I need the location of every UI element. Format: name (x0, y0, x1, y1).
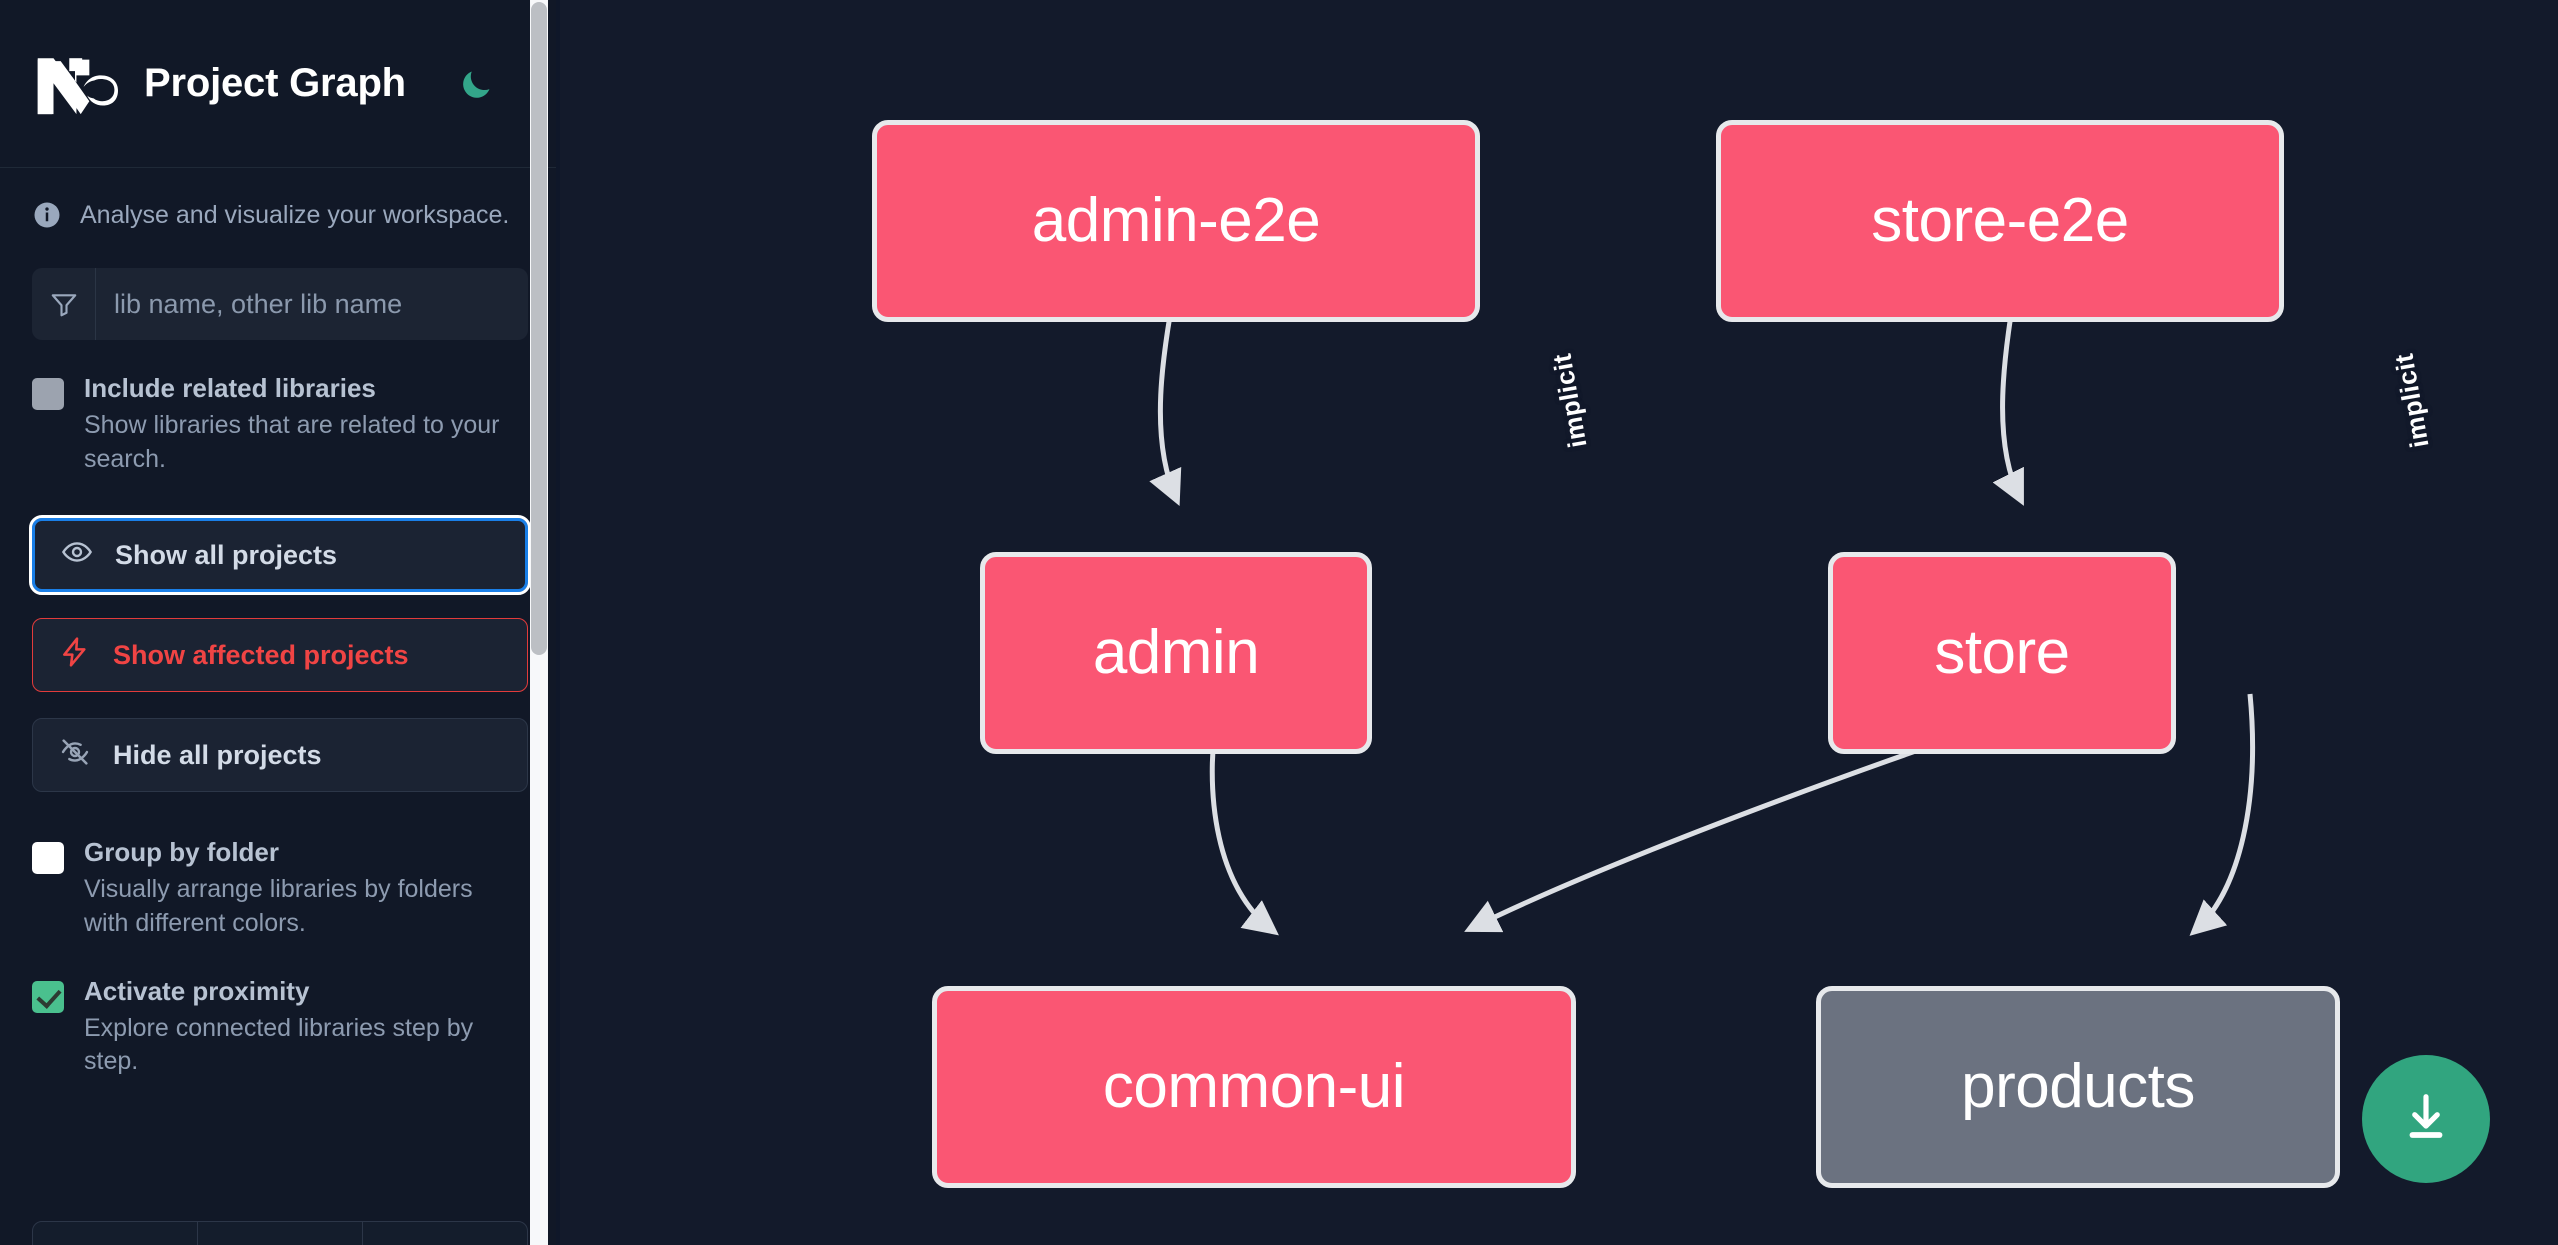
activate-proximity-checkbox[interactable] (32, 980, 64, 1013)
workspace-info: Analyse and visualize your workspace. (0, 168, 560, 258)
include-related-libraries-label: Include related libraries (84, 373, 376, 403)
graph-node-label: store-e2e (1871, 186, 2129, 255)
graph-node-admin[interactable]: admin (980, 552, 1372, 754)
segment-2[interactable] (198, 1222, 363, 1245)
graph-node-store-e2e[interactable]: store-e2e (1716, 120, 2284, 322)
graph-node-label: common-ui (1102, 1052, 1406, 1121)
graph-node-store[interactable]: store (1828, 552, 2176, 754)
graph-node-label: products (1961, 1052, 2195, 1121)
include-related-libraries-checkbox[interactable] (32, 378, 64, 410)
eye-icon (61, 536, 93, 575)
group-by-folder-description: Visually arrange libraries by folders wi… (84, 875, 473, 938)
eye-off-icon (59, 736, 91, 775)
graph-node-admin-e2e[interactable]: admin-e2e (872, 120, 1480, 322)
hide-all-projects-label: Hide all projects (113, 739, 322, 770)
activate-proximity-description: Explore connected libraries step by step… (84, 1013, 474, 1076)
checkbox-group-by-folder[interactable]: Group by folder Visually arrange librari… (32, 837, 528, 940)
nx-logo-icon (32, 51, 118, 117)
include-related-libraries-description: Show libraries that are related to your … (84, 410, 500, 473)
graph-node-products[interactable]: products (1816, 986, 2340, 1188)
graph-node-common-ui[interactable]: common-ui (932, 986, 1576, 1188)
segment-1[interactable] (33, 1222, 198, 1245)
group-by-folder-label: Group by folder (84, 837, 279, 868)
filter-icon (32, 268, 96, 340)
show-all-projects-label: Show all projects (115, 539, 338, 570)
workspace-info-text: Analyse and visualize your workspace. (80, 200, 510, 229)
download-icon (2399, 1090, 2453, 1149)
checkbox-include-related-libraries[interactable]: Include related libraries Show libraries… (32, 373, 528, 476)
sidebar-scrollbar[interactable] (530, 0, 548, 1245)
search-input[interactable] (96, 268, 528, 340)
show-affected-projects-label: Show affected projects (113, 639, 409, 670)
show-affected-projects-button[interactable]: Show affected projects (32, 618, 528, 693)
sidebar-body: Include related libraries Show libraries… (0, 268, 560, 1079)
page-title: Project Graph (144, 61, 406, 105)
visibility-button-group: Show all projects Show affected projects (29, 515, 531, 793)
bolt-icon (59, 636, 91, 675)
search-box[interactable] (32, 268, 528, 340)
sidebar: Project Graph Analyse and visualize your… (0, 0, 560, 1245)
hide-all-projects-button[interactable]: Hide all projects (32, 718, 528, 793)
sidebar-edge (556, 0, 560, 1245)
group-by-folder-checkbox[interactable] (32, 842, 64, 875)
segmented-control[interactable] (32, 1221, 528, 1245)
graph-canvas[interactable]: admin-e2e store-e2e admin store common-u… (560, 0, 2558, 1245)
graph-node-label: admin-e2e (1031, 186, 1321, 255)
graph-node-label: store (1934, 618, 2070, 687)
segment-3[interactable] (363, 1222, 527, 1245)
checkbox-activate-proximity[interactable]: Activate proximity Explore connected lib… (32, 975, 528, 1079)
moon-icon[interactable] (454, 62, 498, 106)
sidebar-header: Project Graph (0, 0, 560, 168)
sidebar-scrollbar-thumb[interactable] (531, 2, 547, 655)
info-circle-icon (32, 200, 62, 230)
edge-store-to-products (2189, 693, 2256, 936)
show-all-projects-button[interactable]: Show all projects (29, 515, 531, 596)
download-button[interactable] (2362, 1055, 2490, 1183)
graph-node-label: admin (1092, 618, 1260, 687)
activate-proximity-label: Activate proximity (84, 975, 310, 1006)
